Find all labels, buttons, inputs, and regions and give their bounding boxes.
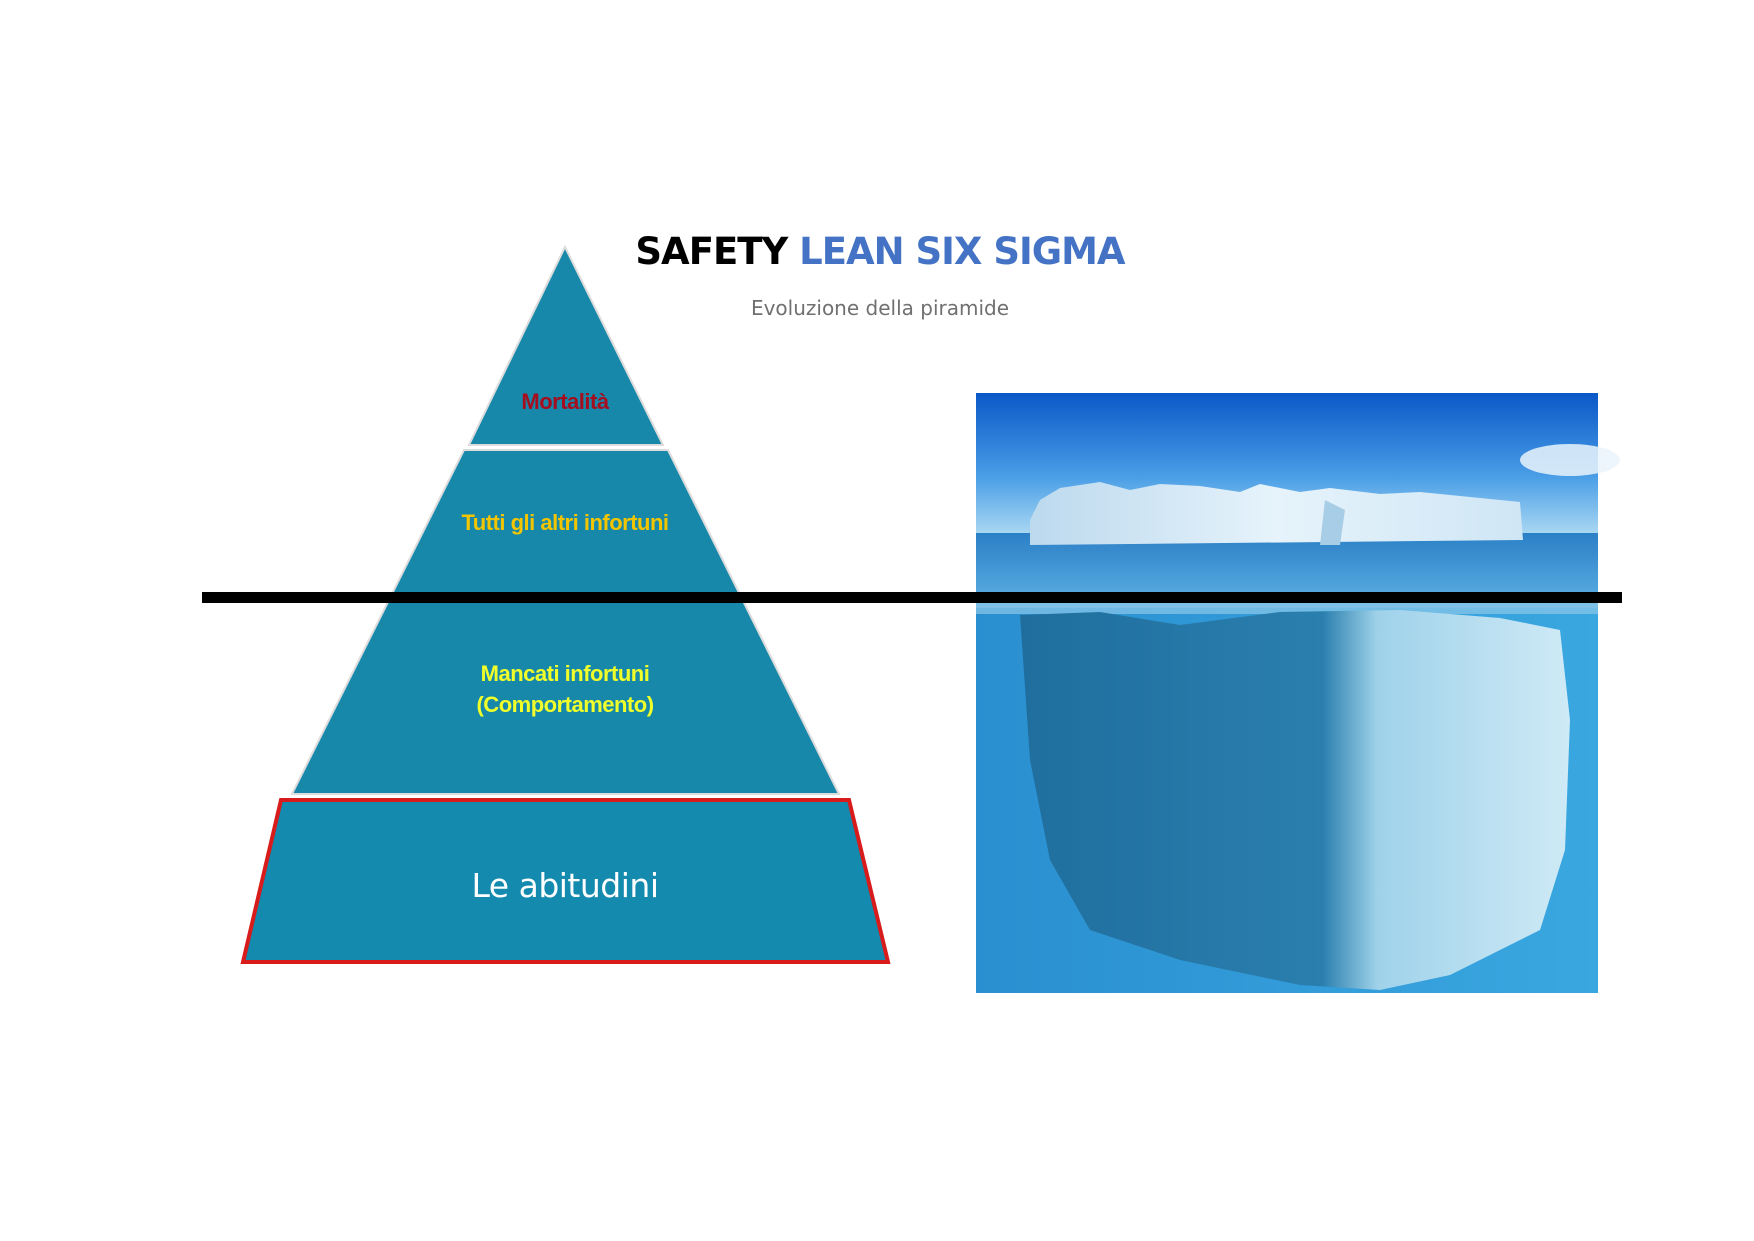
level-label-altri-infortuni: Tutti gli altri infortuni <box>461 510 669 535</box>
pyramid-level-mortalita <box>467 244 665 446</box>
iceberg-image <box>976 393 1620 993</box>
level-label-mancati-infortuni: Mancati infortuni <box>480 661 650 686</box>
pyramid-level-infortuni-mancati <box>290 449 841 795</box>
page-subtitle: Evoluzione della piramide <box>750 296 1010 320</box>
title-safety: SAFETY <box>635 230 788 273</box>
level-label-comportamento: (Comportamento) <box>476 692 654 717</box>
page-title: SAFETY LEAN SIX SIGMA <box>0 230 1754 273</box>
level-label-abitudini: Le abitudini <box>471 866 660 905</box>
title-lean-six-sigma: LEAN SIX SIGMA <box>799 230 1125 273</box>
pyramid-level-abitudini <box>240 798 891 964</box>
level-label-mortalita: Mortalità <box>521 389 609 414</box>
waterline-divider <box>202 592 1622 603</box>
